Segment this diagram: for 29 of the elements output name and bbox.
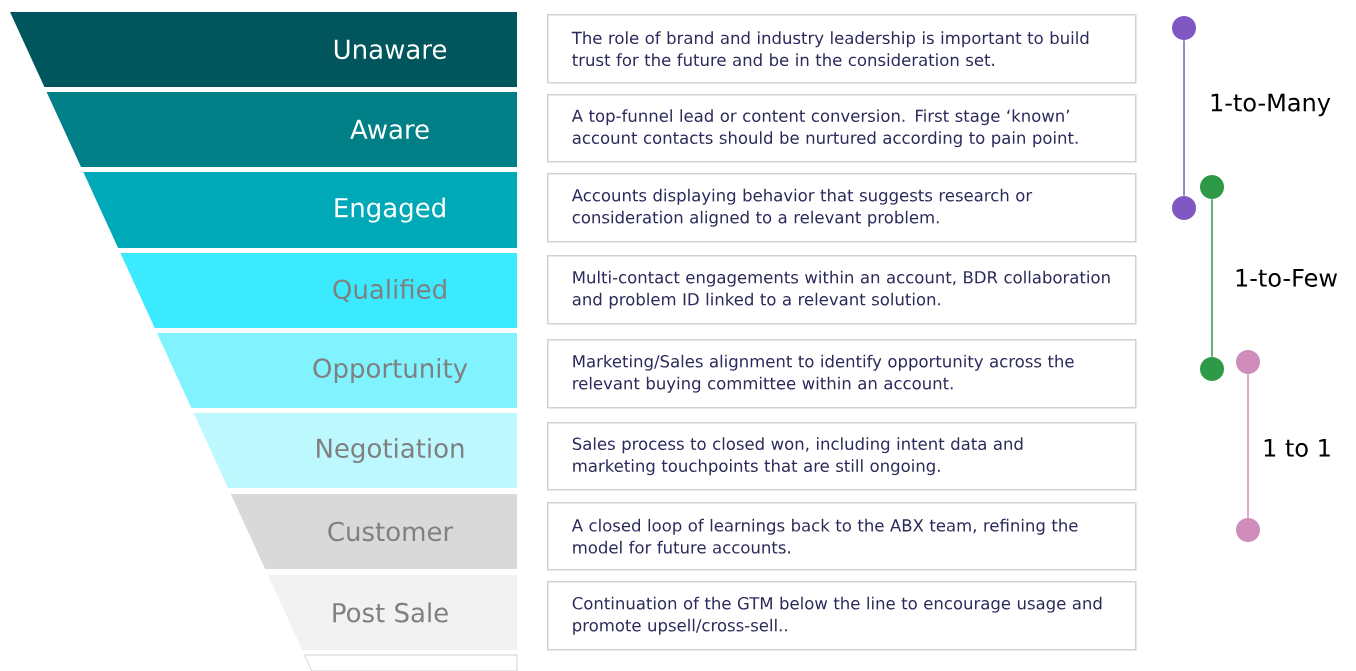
endpoint-dot [1172, 196, 1196, 220]
funnel-band: Customer [230, 494, 517, 569]
funnel-band: Post Sale [267, 575, 517, 650]
endpoint-dot [1200, 357, 1224, 381]
segment-label: 1 to 1 [1264, 439, 1330, 457]
description-box: Multi-contact engagements within an account, BDR collaboration and problem ID linked to a relevant solution. [547, 255, 1137, 325]
funnel-band: Engaged [83, 172, 517, 248]
funnel-band: Opportunity [157, 333, 517, 408]
funnel-band: Aware [46, 92, 517, 167]
description-box: The role of brand and industry leadership is important to build trust for the future and be in the consideration set. [547, 14, 1137, 84]
description-box: Sales process to closed won, including intent data and marketing touchpoints that are still ongoing. [547, 422, 1137, 491]
funnel-band [304, 654, 518, 671]
description-box: Marketing/Sales alignment to identify opportunity across the relevant buying committee within an account. [547, 339, 1137, 409]
segment-label: 1-to-Few [1236, 269, 1337, 287]
endpoint-dot [1200, 175, 1224, 199]
connector-line [1183, 39, 1185, 197]
funnel-band: Qualified [120, 253, 517, 328]
endpoint-dot [1236, 350, 1260, 374]
segment-label: 1-to-Many [1211, 93, 1331, 117]
endpoint-dot [1236, 518, 1260, 542]
connector-line [1247, 373, 1249, 519]
funnel-band: Unaware [10, 12, 517, 87]
endpoint-dot [1172, 16, 1196, 40]
description-box: A closed loop of learnings back to the ABX team, refining the model for future accounts. [547, 502, 1137, 571]
description-box: Accounts displaying behavior that suggests research or consideration aligned to a relevant problem. [547, 173, 1137, 243]
funnel-band: Negotiation [193, 413, 517, 488]
description-box: A top-funnel lead or content conversion. First stage ‘known’ account contacts should be nurtured according to pain point. [547, 94, 1137, 163]
description-box: Continuation of the GTM below the line to encourage usage and promote upsell/cross-sell.. [547, 581, 1137, 651]
connector-line [1211, 198, 1213, 358]
